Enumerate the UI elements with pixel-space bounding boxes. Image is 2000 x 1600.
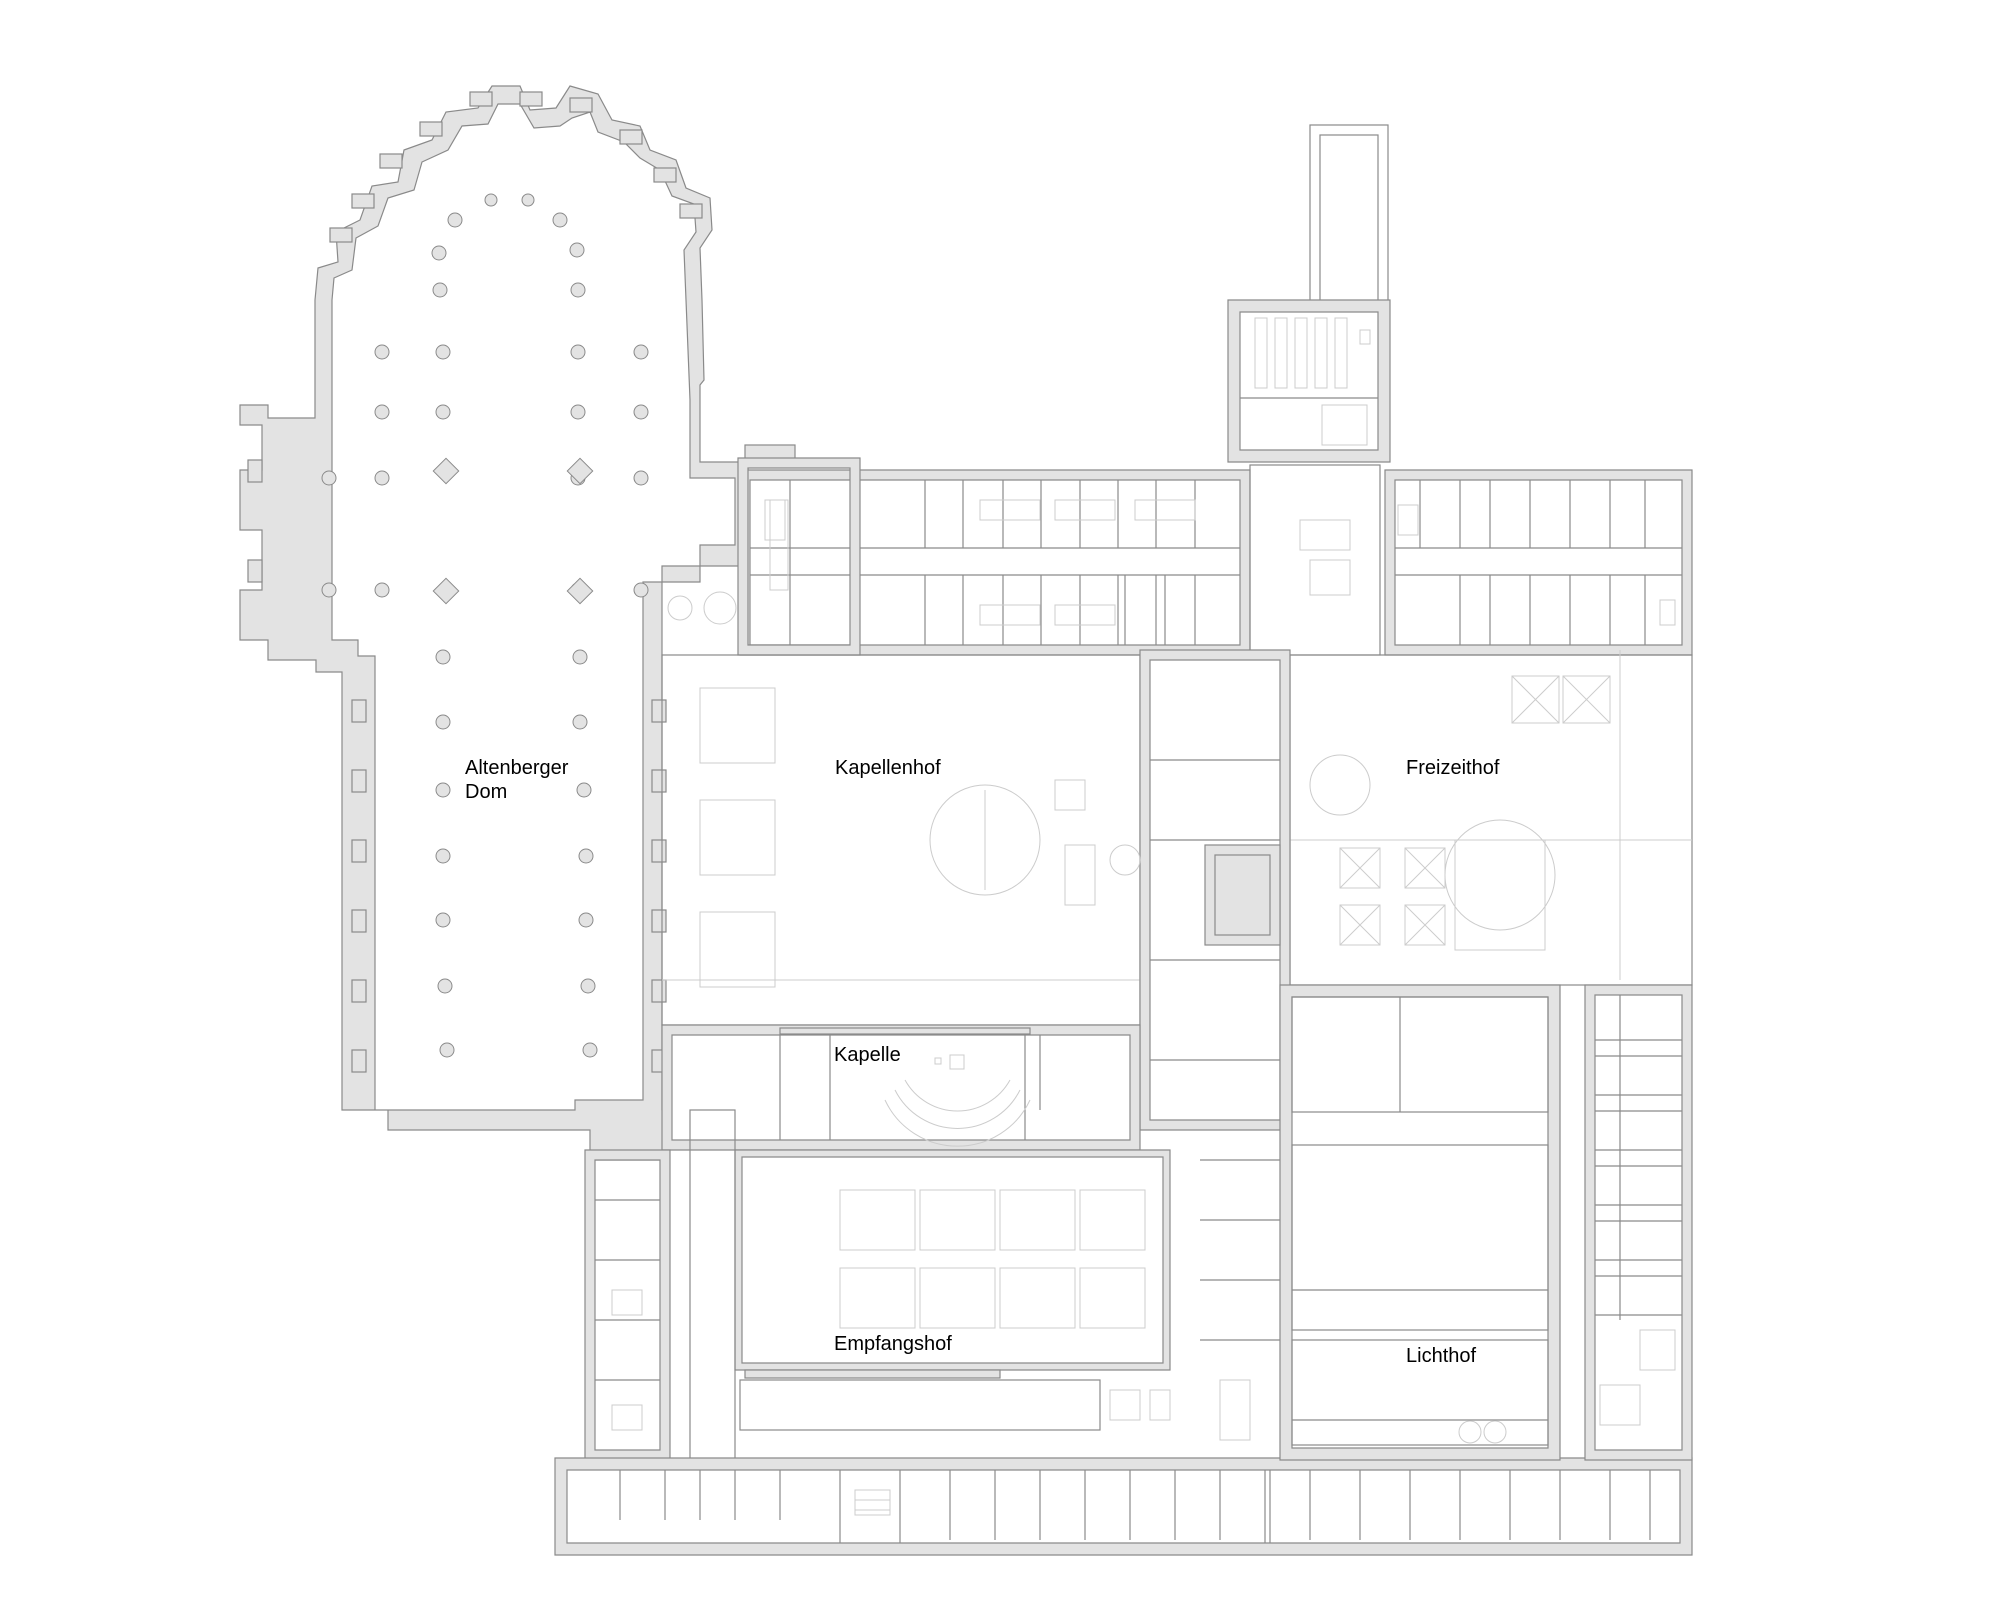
east-wing bbox=[1584, 984, 1693, 1461]
west-lower-wing bbox=[584, 1109, 736, 1461]
courtyard-kapellenhof bbox=[661, 654, 1141, 1026]
label-altenberger-dom: Altenberger Dom bbox=[465, 757, 569, 803]
label-freizeithof: Freizeithof bbox=[1406, 757, 1500, 779]
cathedral-altenberger-dom bbox=[239, 85, 749, 1161]
south-wing bbox=[554, 1457, 1693, 1556]
label-lichthof: Lichthof bbox=[1406, 1345, 1477, 1367]
north-east-wing bbox=[1384, 469, 1693, 656]
courtyard-freizeithof bbox=[1289, 650, 1693, 986]
north-tower bbox=[1227, 124, 1391, 656]
courtyard-empfangshof bbox=[734, 1149, 1171, 1431]
west-connector bbox=[667, 457, 861, 656]
label-kapellenhof: Kapellenhof bbox=[835, 757, 941, 779]
courtyard-lichthof bbox=[1200, 984, 1561, 1461]
label-kapelle: Kapelle bbox=[834, 1044, 901, 1066]
label-empfangshof: Empfangshof bbox=[834, 1333, 952, 1355]
central-spine bbox=[1064, 649, 1291, 1131]
north-wing bbox=[739, 444, 1251, 656]
chapel-kapelle bbox=[661, 1024, 1141, 1151]
